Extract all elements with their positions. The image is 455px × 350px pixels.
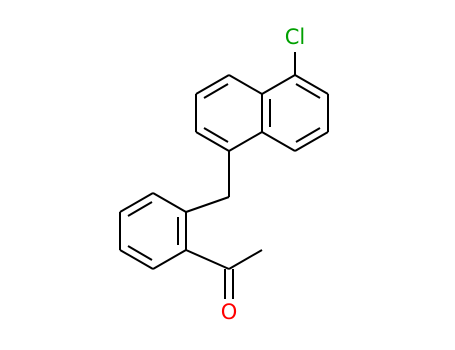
bond-b2-b3 xyxy=(119,192,154,213)
naphthalene-right-ring xyxy=(261,74,329,152)
double-bond-c3-c4-inner xyxy=(203,83,229,99)
bond-b5-b6 xyxy=(152,249,187,270)
naphthalene-left-ring xyxy=(195,74,263,152)
bond-carbonyl-methyl xyxy=(228,249,263,270)
double-bond-b2-b3-inner xyxy=(127,201,153,217)
bond-c4a-c4 xyxy=(228,74,263,95)
bond-c8-c7 xyxy=(294,131,329,152)
bond-c6-c5 xyxy=(294,74,329,95)
bond-c1-c8a xyxy=(228,131,263,152)
bond-b4-b5 xyxy=(119,249,154,270)
bond-b1-b2 xyxy=(152,192,187,213)
bond-c4-c3 xyxy=(195,74,230,95)
bond-c2-c1 xyxy=(195,131,230,152)
bond-c5-c4a xyxy=(261,74,296,95)
chlorine-label: Cl xyxy=(285,25,306,49)
acetyl-group xyxy=(185,249,263,299)
double-bond-b4-b5-inner xyxy=(127,245,153,261)
methylene-bridge xyxy=(185,151,230,213)
bond-c8a-c8 xyxy=(261,131,296,152)
bond-ch2-benzene xyxy=(185,196,230,213)
chlorine-atom: Cl xyxy=(285,25,306,49)
bond-benzene-carbonyl xyxy=(185,249,230,270)
double-bond-c1-c2-inner xyxy=(203,127,229,143)
oxygen-atom: O xyxy=(221,300,238,324)
double-bond-c7-c8-inner xyxy=(295,127,321,143)
benzene-ring xyxy=(119,192,187,270)
double-bond-c5-c6-inner xyxy=(295,83,321,99)
oxygen-label: O xyxy=(221,300,238,324)
